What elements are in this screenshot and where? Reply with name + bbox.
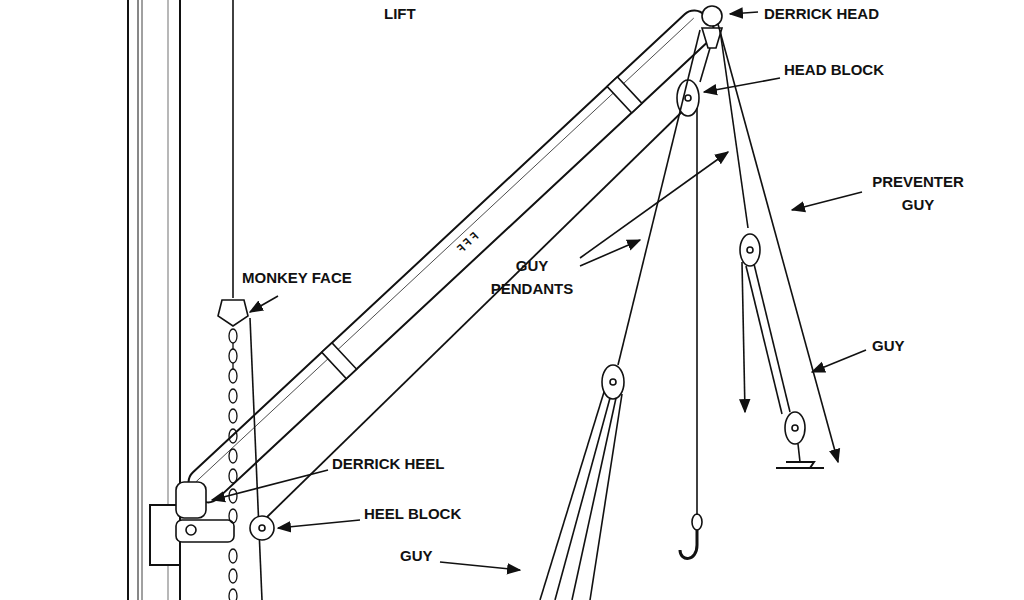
part-label: GUY bbox=[872, 334, 905, 357]
part-label: GUY PENDANTS bbox=[482, 254, 582, 301]
part-label: MONKEY FACE bbox=[242, 266, 352, 289]
part-label: LIFT bbox=[384, 2, 416, 25]
part-label: DERRICK HEAD bbox=[764, 2, 879, 25]
part-label: PREVENTER GUY bbox=[858, 170, 978, 217]
part-label: DERRICK HEEL bbox=[332, 452, 445, 475]
svg-text:ꟻ ꟻ ꟻ: ꟻ ꟻ ꟻ bbox=[455, 230, 481, 255]
part-label: HEEL BLOCK bbox=[364, 502, 461, 525]
part-label: GUY bbox=[400, 544, 433, 567]
part-label: HEAD BLOCK bbox=[784, 58, 884, 81]
